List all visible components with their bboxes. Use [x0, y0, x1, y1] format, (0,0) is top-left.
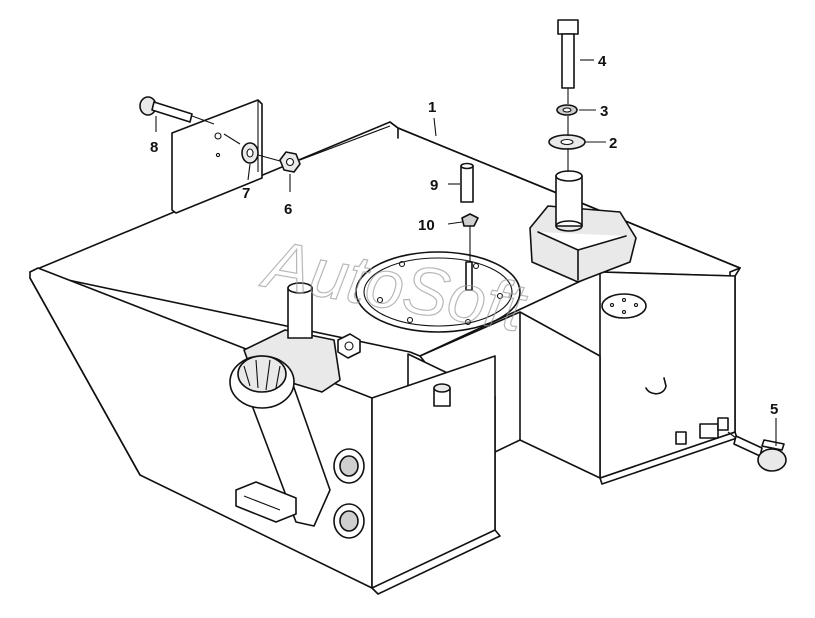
callout-7: 7	[242, 185, 250, 202]
part-3-spring-washer	[556, 104, 578, 116]
callout-8: 8	[150, 139, 158, 156]
mount-housing-right	[529, 170, 637, 283]
callout-2: 2	[609, 135, 617, 152]
part-7-washer	[241, 142, 259, 164]
part-6-nut	[279, 151, 301, 173]
callout-1: 1	[428, 99, 436, 116]
callout-10: 10	[418, 217, 435, 234]
drain-plugs	[333, 448, 365, 539]
hook-mark	[645, 377, 667, 395]
carry-handle	[235, 481, 297, 523]
part-5-drain-valve	[733, 435, 787, 472]
part-2-flat-washer	[548, 134, 586, 150]
side-fittings	[675, 417, 729, 445]
vent-fitting	[337, 333, 361, 359]
inspection-cover	[355, 251, 521, 333]
callout-9: 9	[430, 177, 438, 194]
stub-pipe	[433, 383, 451, 407]
mounting-bracket-plate	[171, 99, 263, 214]
part-9-pin	[460, 162, 474, 203]
sensor-flange	[601, 293, 647, 319]
filler-neck-assembly	[229, 282, 341, 527]
callout-4: 4	[598, 53, 607, 70]
part-8-bolt	[139, 96, 193, 123]
callout-5: 5	[770, 401, 778, 418]
callout-6: 6	[284, 201, 292, 218]
leader-lines	[155, 59, 777, 446]
part-4-bolt	[557, 19, 579, 89]
callout-3: 3	[600, 103, 608, 120]
callout-labels: 1 2 3 4 5 6 7 8 9 10	[150, 53, 778, 418]
part-10-clip	[461, 213, 479, 227]
